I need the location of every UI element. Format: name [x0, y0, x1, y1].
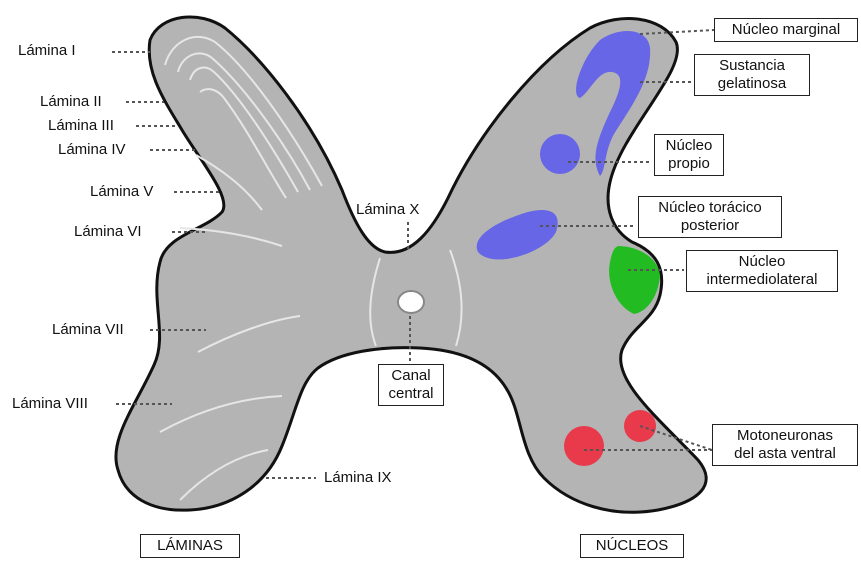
label-nucleo-propio: Núcleo propio	[654, 134, 724, 176]
canal-line-2: central	[383, 385, 439, 403]
label-lamina-vi: Lámina VI	[74, 223, 142, 241]
propio-line-2: propio	[659, 155, 719, 173]
toracico-line-2: posterior	[643, 217, 777, 235]
label-nucleo-marginal: Núcleo marginal	[714, 18, 858, 42]
motoneuronas-line-2: del asta ventral	[717, 445, 853, 463]
label-nucleo-intermediolateral: Núcleo intermediolateral	[686, 250, 838, 292]
label-lamina-iii: Lámina III	[48, 117, 114, 135]
label-nucleo-toracico: Núcleo torácico posterior	[638, 196, 782, 238]
label-lamina-i: Lámina I	[18, 42, 76, 60]
central-canal	[398, 291, 424, 313]
gelatinosa-line-2: gelatinosa	[699, 75, 805, 93]
intermedio-line-2: intermediolateral	[691, 271, 833, 289]
propio-line-1: Núcleo	[659, 137, 719, 155]
heading-nucleos: NÚCLEOS	[580, 534, 684, 558]
label-lamina-v: Lámina V	[90, 183, 153, 201]
motoneuronas-line-1: Motoneuronas	[717, 427, 853, 445]
label-lamina-x: Lámina X	[356, 201, 419, 219]
label-lamina-iv: Lámina IV	[58, 141, 126, 159]
toracico-line-1: Núcleo torácico	[643, 199, 777, 217]
intermedio-line-1: Núcleo	[691, 253, 833, 271]
label-sustancia-gelatinosa: Sustancia gelatinosa	[694, 54, 810, 96]
nucleo-propio-shape	[540, 134, 580, 174]
label-lamina-ii: Lámina II	[40, 93, 102, 111]
marginal-text: Núcleo marginal	[719, 21, 853, 39]
canal-line-1: Canal	[383, 367, 439, 385]
motoneurona-large	[564, 426, 604, 466]
label-lamina-vii: Lámina VII	[52, 321, 124, 339]
label-canal-central: Canal central	[378, 364, 444, 406]
heading-laminas: LÁMINAS	[140, 534, 240, 558]
label-motoneuronas: Motoneuronas del asta ventral	[712, 424, 858, 466]
gelatinosa-line-1: Sustancia	[699, 57, 805, 75]
label-lamina-ix: Lámina IX	[324, 469, 392, 487]
label-lamina-viii: Lámina VIII	[12, 395, 88, 413]
